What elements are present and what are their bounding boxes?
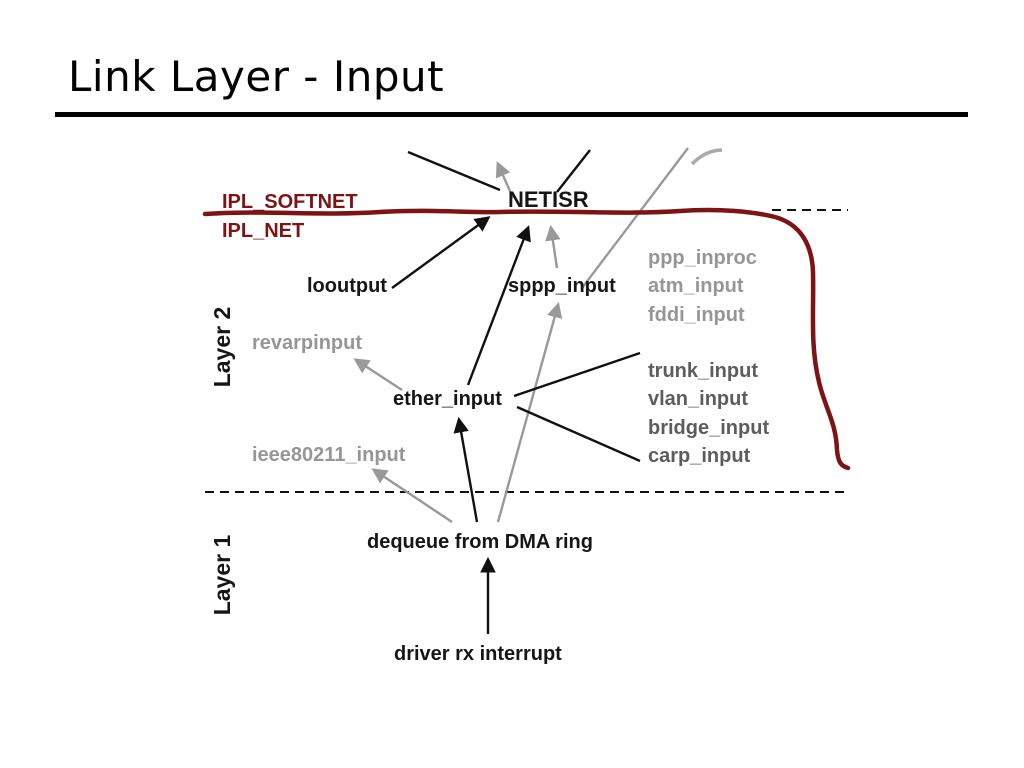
arrow-ether-input-to-revarpinput bbox=[353, 358, 403, 392]
netisr-up-arrow bbox=[495, 161, 515, 199]
label-sppp-input: sppp_input bbox=[508, 275, 616, 297]
label-carp-input: carp_input bbox=[648, 445, 751, 467]
label-layer-1: Layer 1 bbox=[209, 535, 235, 616]
arrow-dequeue-to-ether-input bbox=[453, 416, 479, 523]
top-right-arc bbox=[690, 148, 723, 166]
label-ether-input: ether_input bbox=[393, 388, 502, 410]
line-carp-group-to-ether-input bbox=[516, 405, 641, 463]
top-right-gray-diagonal bbox=[581, 147, 689, 289]
label-atm-input: atm_input bbox=[648, 275, 744, 297]
label-dequeue-dma-ring: dequeue from DMA ring bbox=[367, 531, 593, 553]
label-looutput: looutput bbox=[307, 275, 387, 297]
label-ipl-softnet: IPL_SOFTNET bbox=[222, 191, 358, 213]
label-netisr: NETISR bbox=[508, 187, 589, 212]
top-center-connector-line bbox=[556, 149, 591, 193]
ipl-boundary-curve bbox=[202, 207, 851, 471]
label-trunk-input: trunk_input bbox=[648, 360, 758, 382]
arrow-looutput-to-netisr bbox=[391, 216, 491, 289]
page-title: Link Layer - Input bbox=[68, 52, 445, 101]
label-layer-2: Layer 2 bbox=[209, 307, 235, 388]
label-driver-rx-interrupt: driver rx interrupt bbox=[394, 643, 562, 665]
label-ppp-inproc: ppp_inproc bbox=[648, 247, 757, 269]
label-vlan-input: vlan_input bbox=[648, 388, 748, 410]
label-ipl-net: IPL_NET bbox=[222, 220, 304, 242]
line-trunk-group-to-ether-input bbox=[513, 351, 641, 398]
title-underline bbox=[55, 112, 968, 117]
label-revarpinput: revarpinput bbox=[252, 332, 362, 354]
top-left-connector-line bbox=[407, 150, 501, 192]
arrow-ether-input-to-netisr bbox=[466, 225, 531, 386]
label-fddi-input: fddi_input bbox=[648, 304, 745, 326]
label-bridge-input: bridge_input bbox=[648, 417, 769, 439]
arrow-dequeue-to-ieee80211-input bbox=[371, 468, 453, 523]
arrow-sppp-input-to-netisr bbox=[545, 224, 561, 269]
arrow-dequeue-to-sppp-input bbox=[496, 301, 563, 523]
label-ieee80211-input: ieee80211_input bbox=[252, 444, 406, 466]
